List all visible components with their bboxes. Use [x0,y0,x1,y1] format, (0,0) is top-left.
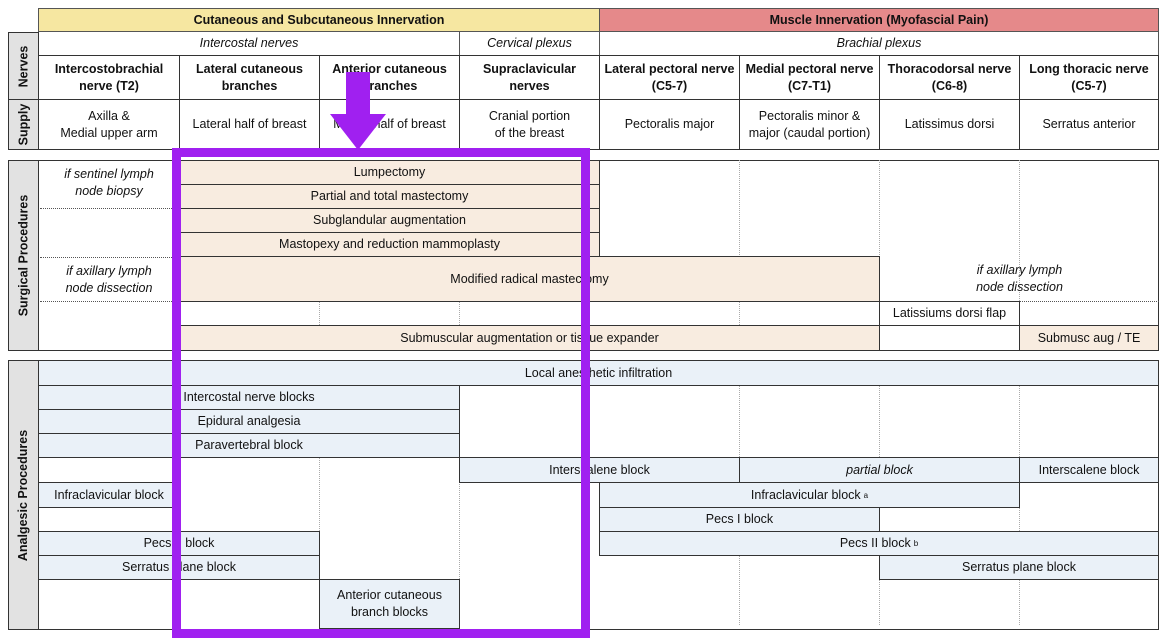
supply-cell: Serratus anterior [1019,99,1159,150]
block-partial: partial block [739,457,1020,483]
side-label-nerves: Nerves [8,32,39,100]
highlight-box [172,148,590,638]
block-pecs1: Pecs I block [599,507,880,532]
footnote-b: b [913,539,919,548]
supply-cell: Axilla & Medial upper arm [38,99,180,150]
side-label-supply: Supply [8,99,39,150]
side-label-surgical: Surgical Procedures [8,160,39,351]
block-paravertebral: Paravertebral block [38,433,460,458]
muscle-header: Muscle Innervation (Myofascial Pain) [599,8,1159,32]
down-arrow-icon [330,72,386,150]
proc-submuscular: Submuscular augmentation or tissue expan… [179,325,880,351]
supply-cell: Pectoralis major [599,99,740,150]
footnote-a: a [863,490,869,500]
proc-latissimus-flap: Latissiums dorsi flap [879,301,1020,326]
block-infraclavicular-left: Infraclavicular block [38,482,180,508]
sentinel-note: if sentinel lymph node biopsy [64,167,154,198]
supply-cell: Cranial portion of the breast [459,99,600,150]
brachial-group-label: Brachial plexus [599,32,1159,56]
supply-cell: Pectoralis minor & major (caudal portion… [739,99,880,150]
side-label-analgesic: Analgesic Procedures [8,360,39,630]
axillary-note-right: if axillary lymph node dissection [976,263,1063,294]
cutaneous-header: Cutaneous and Subcutaneous Innervation [38,8,600,32]
nerve-cell: Supraclavicular nerves [459,55,600,100]
block-interscalene-left: Interscalene block [459,457,740,483]
nerve-cell: Lateral pectoral nerve (C5-7) [599,55,740,100]
proc-mastopexy: Mastopexy and reduction mammoplasty [179,232,600,257]
block-local: Local anesthetic infiltration [38,360,1159,386]
block-intercostal: Intercostal nerve blocks [38,385,460,410]
cervical-group-label: Cervical plexus [459,32,600,56]
proc-submusc-short: Submusc aug / TE [1019,325,1159,351]
supply-cell: Latissimus dorsi [879,99,1020,150]
intercostal-group-label: Intercostal nerves [38,32,460,56]
nerve-cell: Long thoracic nerve (C5-7) [1019,55,1159,100]
axillary-note-left: if axillary lymph node dissection [65,264,153,295]
proc-modified-radical: Modified radical mastectomy [179,256,880,302]
nerve-cell: Lateral cutaneous branches [179,55,320,100]
nerve-cell: Medial pectoral nerve (C7-T1) [739,55,880,100]
nerve-cell: Intercostobrachial nerve (T2) [38,55,180,100]
block-anterior-cutaneous: Anterior cutaneous branch blocks [319,579,460,629]
block-serratus-right: Serratus plane block [879,555,1159,580]
nerve-cell: Thoracodorsal nerve (C6-8) [879,55,1020,100]
block-interscalene-right: Interscalene block [1019,457,1159,483]
supply-cell: Lateral half of breast [179,99,320,150]
block-epidural: Epidural analgesia [38,409,460,434]
